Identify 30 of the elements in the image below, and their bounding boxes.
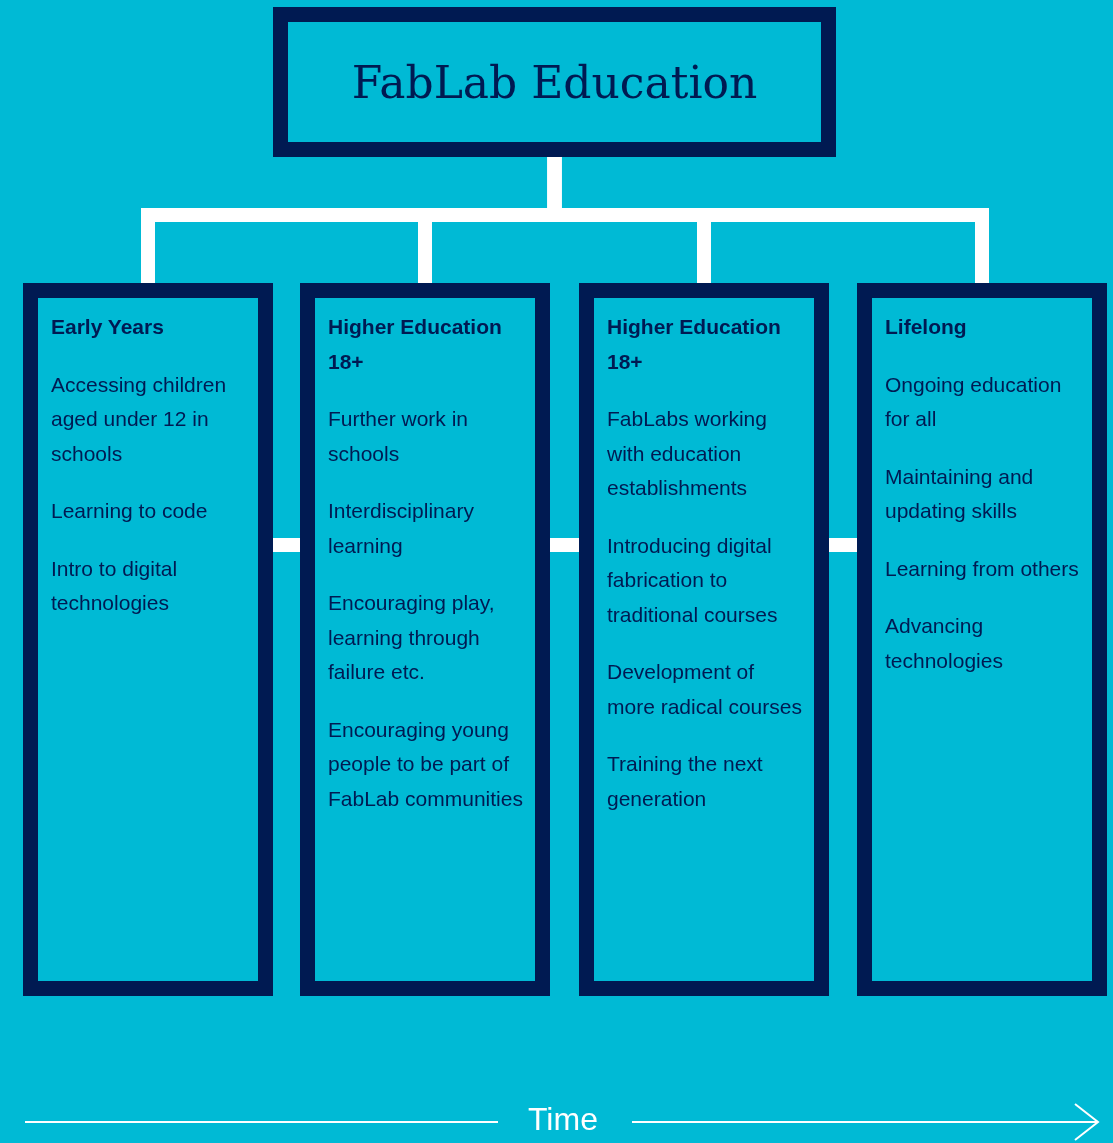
connector-line	[547, 157, 989, 283]
stage-item: Ongoing education for all	[885, 371, 1063, 432]
stage-item: Development of more radical courses	[607, 659, 802, 720]
stage-item: Further work in schools	[328, 406, 470, 467]
stage-item: Advancing technologies	[885, 613, 1004, 674]
stage-item: Encouraging young people to be part of FabLab communities	[328, 716, 523, 812]
stage-item: Learning from others	[885, 555, 1080, 582]
stage-item: Encouraging play, learning through failure etc.	[328, 590, 496, 685]
stage-heading: Higher Education 18+	[607, 314, 782, 375]
stage-heading: Early Years	[51, 314, 165, 340]
node-label: FabLab Education	[350, 56, 759, 108]
stage-item: FabLabs working with education establishments	[607, 406, 768, 501]
stage-box	[23, 283, 273, 996]
stage-item: Interdisciplinary learning	[328, 498, 475, 559]
stage-box	[300, 283, 550, 996]
title-box	[273, 7, 836, 157]
stage-heading: Higher Education 18+	[328, 314, 503, 375]
stage-item: Learning to code	[51, 498, 209, 524]
stage-item: Maintaining and updating skills	[885, 463, 1035, 524]
stage-box	[857, 283, 1107, 996]
stage-item: Accessing children aged under 12 in schools	[51, 371, 228, 467]
connector-line	[829, 538, 857, 552]
axis-label: Time	[528, 1101, 598, 1138]
stage-heading: Lifelong	[885, 314, 968, 340]
stage-box	[579, 283, 829, 996]
stage-item: Intro to digital technologies	[51, 555, 179, 616]
stage-item: Training the next generation	[607, 751, 764, 812]
connector-line	[550, 538, 579, 552]
stage-item: Introducing digital fabrication to traditional courses	[607, 532, 779, 628]
connector-line	[273, 538, 300, 552]
